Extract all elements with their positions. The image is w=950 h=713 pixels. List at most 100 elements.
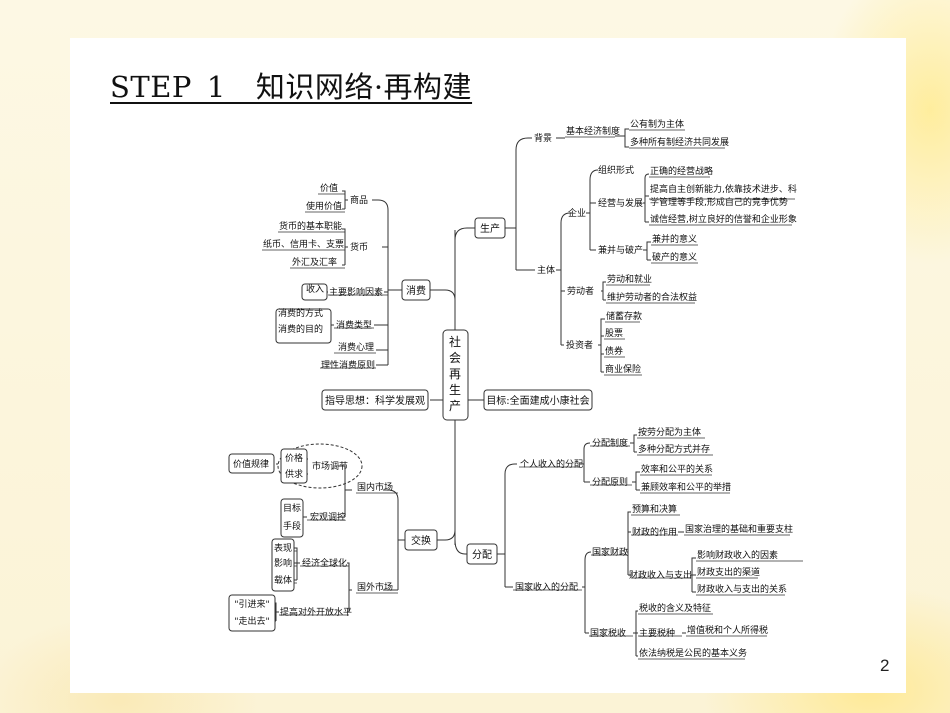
node-foreign-market: 国外市场 <box>357 581 393 593</box>
node-distribution-box <box>466 543 498 565</box>
leaf-multi-ownership: 多种所有制经济共同发展 <box>630 136 729 148</box>
node-globalization: 经济全球化 <box>302 557 347 569</box>
node-income-expense: 财政收入与支出 <box>629 569 692 581</box>
leaf-public-ownership: 公有制为主体 <box>630 118 684 130</box>
leaf-influence: 影响 <box>274 557 292 569</box>
node-merger: 兼并与破产 <box>598 244 643 256</box>
leaf-value: 价值 <box>320 182 338 194</box>
page-number: 2 <box>880 656 890 675</box>
leaf-efficiency-fairness: 效率和公平的关系 <box>641 463 713 475</box>
node-opening-items-box <box>228 594 276 632</box>
node-investor: 投资者 <box>566 339 593 351</box>
leaf-budget: 预算和决算 <box>632 503 677 515</box>
leaf-balance-measures: 兼顾效率和公平的举措 <box>641 481 731 493</box>
leaf-vat-income-tax: 增值税和个人所得税 <box>687 624 768 636</box>
node-distribution-system: 分配制度 <box>592 437 628 449</box>
node-subject: 主体 <box>537 264 555 276</box>
leaf-governance-pillar: 国家治理的基础和重要支柱 <box>685 523 793 535</box>
node-production-box <box>474 217 506 239</box>
node-national-income: 国家收入的分配 <box>515 581 578 593</box>
node-market-regulation: 市场调节 <box>312 460 348 472</box>
slide-title: STEP_1__知识网络·再构建 <box>110 70 473 104</box>
node-operation: 经营与发展 <box>598 197 643 209</box>
leaf-merger-meaning: 兼并的意义 <box>652 233 697 245</box>
node-finance-role: 财政的作用 <box>632 526 677 538</box>
node-center-box <box>442 329 469 421</box>
node-currency: 货币 <box>350 241 368 253</box>
leaf-integrity: 诚信经营,树立良好的信誉和企业形象 <box>650 213 797 225</box>
node-worker: 劳动者 <box>567 285 594 297</box>
leaf-paper-money: 纸币、信用卡、支票 <box>263 238 344 250</box>
leaf-income-expense-relation: 财政收入与支出的关系 <box>697 583 787 595</box>
node-exchange: 交换 <box>411 534 431 547</box>
leaf-currency-function: 货币的基本职能 <box>279 220 342 232</box>
node-personal-income: 个人收入的分配 <box>520 458 583 470</box>
leaf-insurance: 商业保险 <box>605 363 641 375</box>
leaf-labor-distribution: 按劳分配为主体 <box>638 426 701 438</box>
node-guiding-thought: 指导思想：科学发展观 <box>325 394 425 407</box>
leaf-consume-purpose: 消费的目的 <box>278 323 323 335</box>
node-consume-psychology: 消费心理 <box>338 341 374 353</box>
node-center-char-4: 生 <box>449 383 461 397</box>
leaf-tax-meaning: 税收的含义及特征 <box>639 602 711 614</box>
leaf-price: 价格 <box>285 452 303 464</box>
node-center-char-5: 产 <box>449 399 461 413</box>
node-consume-type-items-box <box>275 308 332 344</box>
node-production: 生产 <box>480 222 500 235</box>
leaf-income-factors: 影响财政收入的因素 <box>697 549 778 561</box>
leaf-stock: 股票 <box>605 328 623 339</box>
leaf-bond: 债券 <box>605 345 623 357</box>
leaf-go-out: "走出去" <box>234 615 269 627</box>
leaf-consume-way: 消费的方式 <box>278 307 323 319</box>
content-panel <box>70 38 906 693</box>
leaf-performance: 表现 <box>274 542 292 554</box>
node-center-char-3: 再 <box>449 367 461 381</box>
leaf-multi-distribution: 多种分配方式并存 <box>638 443 710 455</box>
node-national-finance: 国家财政 <box>592 546 628 558</box>
leaf-expense-channels: 财政支出的渠道 <box>697 566 760 578</box>
leaf-tax-duty: 依法纳税是公民的基本义务 <box>639 647 747 659</box>
leaf-macro-goal: 目标 <box>283 502 301 514</box>
node-globalization-items-box <box>271 538 295 592</box>
node-org-form: 组织形式 <box>598 164 634 176</box>
leaf-strategy: 正确的经营战略 <box>650 165 713 177</box>
node-enterprise: 企业 <box>568 207 586 219</box>
node-main-tax: 主要税种 <box>639 627 675 639</box>
leaf-employment: 劳动和就业 <box>607 273 652 285</box>
leaf-innovation-2: 学管理等手段,形成自己的竞争优势 <box>650 196 788 208</box>
node-consumption-box <box>401 279 431 301</box>
node-distribution: 分配 <box>472 549 492 561</box>
node-value-law: 价值规律 <box>233 458 269 470</box>
node-rational-principle: 理性消费原则 <box>321 359 375 371</box>
node-domestic-market: 国内市场 <box>357 481 393 493</box>
leaf-carrier: 载体 <box>274 574 292 586</box>
leaf-use-value: 使用价值 <box>306 200 342 212</box>
node-price-supply-box <box>280 448 308 484</box>
leaf-worker-rights: 维护劳动者的合法权益 <box>607 291 697 303</box>
node-value-law-box <box>228 453 275 474</box>
node-consumption: 消费 <box>406 284 426 297</box>
leaf-income: 收入 <box>306 283 324 295</box>
leaf-bankrupt-meaning: 破产的意义 <box>652 251 697 263</box>
node-consume-type: 消费类型 <box>336 319 372 331</box>
leaf-bring-in: "引进来" <box>234 599 269 610</box>
node-center-char-2: 会 <box>449 351 461 365</box>
leaf-forex: 外汇及汇率 <box>292 256 337 268</box>
leaf-macro-means: 手段 <box>283 520 301 532</box>
leaf-innovation-1: 提高自主创新能力,依靠技术进步、科 <box>650 183 797 195</box>
node-main-factors: 主要影响因素 <box>329 286 383 298</box>
node-macro-control: 宏观调控 <box>310 511 346 523</box>
node-goods: 商品 <box>350 194 368 206</box>
leaf-supply-demand: 供求 <box>285 468 303 480</box>
node-exchange-box <box>404 529 438 551</box>
node-income-box <box>301 283 328 301</box>
node-distribution-principle: 分配原则 <box>592 476 628 488</box>
node-goal: 目标:全面建成小康社会 <box>486 394 589 407</box>
node-macro-items-box <box>280 498 304 538</box>
node-goal-box <box>483 389 593 411</box>
node-national-tax: 国家税收 <box>590 627 626 639</box>
node-background: 背景 <box>534 132 552 144</box>
node-basic-system: 基本经济制度 <box>566 125 620 137</box>
market-regulation-dashed-ellipse <box>277 443 363 489</box>
